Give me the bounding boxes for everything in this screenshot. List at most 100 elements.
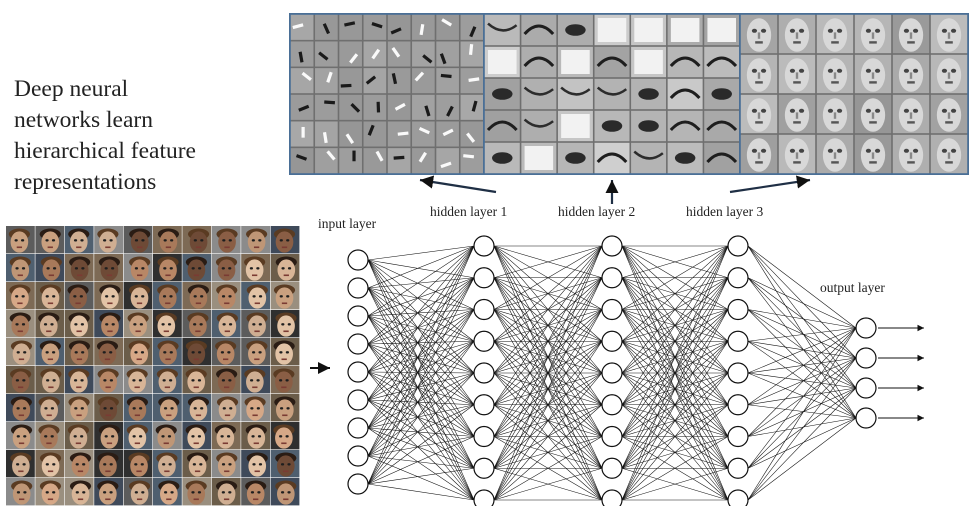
face-thumbnail: [35, 338, 65, 366]
filter-tile: [387, 41, 411, 67]
filter-tile: [667, 78, 703, 110]
filter-tile: [436, 68, 459, 94]
network-connection: [747, 309, 857, 329]
face-thumbnail: [64, 226, 94, 254]
filter-tile: [778, 134, 816, 174]
hidden-layer-2-label: hidden layer 2: [558, 204, 635, 219]
face-thumbnail: [64, 478, 94, 506]
filter-tile: [290, 14, 314, 40]
hidden-neuron: [727, 330, 749, 352]
headline-line-2: networks learn: [14, 107, 153, 133]
network-connection: [367, 287, 475, 310]
network-connection: [367, 315, 475, 469]
face-thumbnail: [153, 338, 182, 366]
face-thumbnail: [182, 282, 212, 310]
network-connection: [493, 245, 603, 279]
network-connection: [621, 245, 729, 437]
network-connection: [367, 245, 475, 457]
network-connection: [493, 341, 603, 501]
network-connection: [367, 427, 475, 437]
face-thumbnail: [123, 478, 153, 506]
network-connection: [367, 277, 475, 345]
filter-tile: [778, 94, 816, 134]
face-image-grid: [6, 226, 300, 506]
network-connection: [367, 341, 475, 457]
network-connection: [747, 309, 857, 419]
network-connection: [367, 427, 475, 501]
network-connection: [367, 277, 475, 429]
filter-tile: [460, 41, 484, 67]
filter-tile: [740, 134, 778, 174]
filter-tile: [631, 78, 667, 110]
filter-tile: [412, 14, 435, 40]
face-thumbnail: [94, 226, 123, 254]
filter-tile: [557, 142, 593, 174]
network-connection: [367, 277, 475, 485]
face-thumbnail: [123, 394, 153, 422]
face-thumbnail: [211, 310, 241, 338]
filter-tile: [339, 94, 362, 120]
filter-tile: [290, 148, 314, 174]
face-thumbnail: [153, 310, 182, 338]
filter-tile: [290, 121, 314, 147]
filter-tile: [460, 121, 484, 147]
network-connection: [367, 371, 475, 437]
filter-tile: [854, 94, 892, 134]
network-connection: [747, 387, 857, 501]
network-connection: [367, 245, 475, 289]
filter-tile: [484, 142, 520, 174]
network-connection: [747, 277, 857, 389]
network-connection: [367, 287, 475, 405]
filter-tile: [315, 41, 338, 67]
hidden-neuron: [601, 235, 623, 257]
filter-tile: [594, 142, 630, 174]
face-thumbnail: [182, 226, 212, 254]
network-connection: [747, 404, 857, 419]
filter-tile: [436, 41, 459, 67]
network-connection: [367, 287, 475, 437]
network-connection: [747, 357, 857, 374]
network-connection: [367, 315, 475, 405]
filter-tile: [521, 14, 557, 46]
face-thumbnail: [6, 226, 35, 254]
filter-tile: [892, 14, 930, 54]
part-filter-panel: [483, 13, 741, 175]
face-thumbnail: [153, 226, 182, 254]
face-thumbnail: [182, 366, 212, 394]
network-connection: [367, 372, 475, 457]
filter-tile: [667, 46, 703, 78]
filter-tile: [290, 68, 314, 94]
network-connection: [621, 245, 729, 310]
network-connection: [367, 287, 475, 342]
face-thumbnail: [6, 338, 35, 366]
hidden-neuron: [473, 330, 495, 352]
face-thumbnail: [182, 450, 212, 478]
face-thumbnail: [35, 310, 65, 338]
network-connection: [367, 340, 475, 345]
network-connection: [747, 277, 857, 419]
hidden-neuron: [601, 267, 623, 289]
filter-tile: [460, 68, 484, 94]
filter-tile: [557, 110, 593, 142]
face-thumbnail: [6, 450, 35, 478]
filter-tile: [892, 134, 930, 174]
face-thumbnail: [211, 366, 241, 394]
input-neuron: [347, 389, 369, 411]
face-thumbnail: [94, 450, 123, 478]
filter-tile: [740, 54, 778, 94]
network-connection: [367, 287, 475, 501]
face-thumbnail: [35, 366, 65, 394]
filter-tile: [667, 110, 703, 142]
hidden-neuron: [727, 394, 749, 416]
filter-tile: [484, 46, 520, 78]
face-thumbnail: [64, 394, 94, 422]
edge-filter-panel: [289, 13, 485, 175]
network-connection: [747, 277, 857, 329]
network-connection: [747, 277, 857, 359]
network-connection: [747, 387, 857, 406]
filter-tile: [854, 134, 892, 174]
face-thumbnail: [270, 478, 300, 506]
filter-tile: [484, 110, 520, 142]
input-layer-label: input layer: [318, 216, 377, 231]
hidden-neuron: [473, 425, 495, 448]
